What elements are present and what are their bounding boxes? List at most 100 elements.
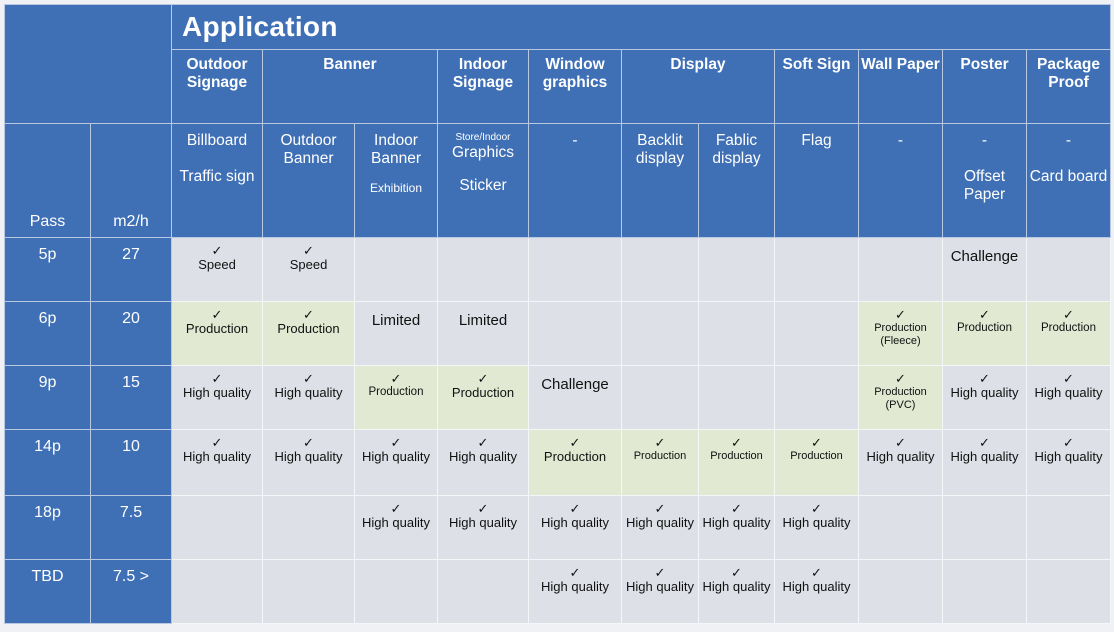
cell-text: Production (PVC) bbox=[874, 386, 927, 411]
check-icon: ✓ bbox=[895, 435, 906, 450]
table-cell: ✓High quality bbox=[171, 429, 263, 496]
table-cell bbox=[437, 237, 529, 302]
application-table: Application Outdoor Signage Banner Indoo… bbox=[4, 4, 1111, 624]
check-icon: ✓ bbox=[979, 435, 990, 450]
page-title: Application bbox=[171, 4, 1111, 50]
category-package-proof: Package Proof bbox=[1026, 49, 1111, 124]
subcategory-label: Exhibition bbox=[369, 180, 423, 195]
subcategory-indoor-graphics: Store/Indoor Graphics Sticker bbox=[437, 123, 529, 238]
subcategory-label: Fablic display bbox=[712, 132, 761, 167]
table-cell bbox=[262, 559, 355, 624]
cell-text: High quality bbox=[274, 449, 343, 464]
table-cell: Challenge bbox=[942, 237, 1027, 302]
table-cell: ✓Production (PVC) bbox=[858, 365, 943, 430]
cell-text: High quality bbox=[183, 385, 251, 400]
cell-text: High quality bbox=[866, 449, 935, 464]
category-wall-paper: Wall Paper bbox=[858, 49, 943, 124]
category-soft-sign: Soft Sign bbox=[774, 49, 859, 124]
cell-text: High quality bbox=[362, 515, 430, 530]
table-cell bbox=[942, 495, 1027, 560]
check-icon: ✓ bbox=[731, 565, 742, 580]
check-icon: ✓ bbox=[303, 243, 314, 258]
rate-header: m2/h bbox=[90, 123, 172, 238]
table-cell: ✓High quality bbox=[354, 429, 438, 496]
check-icon: ✓ bbox=[979, 307, 990, 322]
subcategory-offset-paper: - Offset Paper bbox=[942, 123, 1027, 238]
table-cell: ✓High quality bbox=[942, 429, 1027, 496]
check-icon: ✓ bbox=[477, 371, 489, 386]
cell-text: High quality bbox=[702, 579, 771, 594]
cell-text: Production bbox=[368, 386, 424, 398]
subcategory-label: - bbox=[1065, 132, 1072, 149]
category-poster: Poster bbox=[942, 49, 1027, 124]
cell-text: Production bbox=[451, 385, 515, 400]
cell-text: High quality bbox=[183, 449, 251, 464]
cell-text: High quality bbox=[1034, 385, 1103, 400]
cell-text: Production bbox=[185, 321, 249, 336]
cell-text: High quality bbox=[950, 449, 1019, 464]
table-cell: ✓Production bbox=[262, 301, 355, 366]
check-icon: ✓ bbox=[303, 307, 314, 322]
cell-text: High quality bbox=[541, 515, 609, 530]
table-cell bbox=[621, 301, 699, 366]
table-cell: ✓High quality bbox=[262, 429, 355, 496]
subcategory-label: Indoor Banner bbox=[371, 132, 421, 167]
table-cell bbox=[171, 559, 263, 624]
subcategory-label: Outdoor Banner bbox=[280, 132, 337, 167]
check-icon: ✓ bbox=[211, 243, 223, 258]
check-icon: ✓ bbox=[811, 435, 822, 450]
table-cell: ✓High quality bbox=[1026, 365, 1111, 430]
table-cell bbox=[528, 301, 622, 366]
category-outdoor-signage: Outdoor Signage bbox=[171, 49, 263, 124]
table-cell: ✓High quality bbox=[171, 365, 263, 430]
table-cell bbox=[698, 301, 775, 366]
table-cell: Limited bbox=[354, 301, 438, 366]
check-icon: ✓ bbox=[569, 435, 581, 450]
check-icon: ✓ bbox=[895, 307, 906, 322]
category-window-graphics: Window graphics bbox=[528, 49, 622, 124]
table-cell: ✓High quality bbox=[698, 559, 775, 624]
check-icon: ✓ bbox=[895, 371, 906, 386]
check-icon: ✓ bbox=[477, 435, 489, 450]
pass-cell: 18p bbox=[4, 495, 91, 560]
table-cell: ✓Production bbox=[528, 429, 622, 496]
subcategory-label: Offset Paper bbox=[963, 167, 1006, 203]
check-icon: ✓ bbox=[1063, 371, 1074, 386]
cell-text: Challenge bbox=[541, 376, 609, 393]
subcategory-fablic-display: Fablic display bbox=[698, 123, 775, 238]
subcategory-label: Sticker bbox=[459, 177, 507, 195]
table-cell: ✓Production bbox=[1026, 301, 1111, 366]
cell-text: High quality bbox=[449, 515, 517, 530]
table-cell: ✓Production bbox=[774, 429, 859, 496]
cell-text: High quality bbox=[1034, 449, 1103, 464]
table-cell: ✓Production bbox=[354, 365, 438, 430]
table-cell: ✓High quality bbox=[437, 495, 529, 560]
subcategory-label: Flag bbox=[801, 132, 832, 149]
table-cell: ✓High quality bbox=[774, 495, 859, 560]
cell-text: Production bbox=[1041, 322, 1096, 334]
table-cell: ✓Production bbox=[621, 429, 699, 496]
pass-cell: TBD bbox=[4, 559, 91, 624]
table-cell bbox=[774, 365, 859, 430]
check-icon: ✓ bbox=[654, 501, 666, 516]
check-icon: ✓ bbox=[1063, 435, 1074, 450]
table-cell bbox=[858, 237, 943, 302]
check-icon: ✓ bbox=[569, 501, 581, 516]
table-cell: ✓High quality bbox=[698, 495, 775, 560]
check-icon: ✓ bbox=[211, 371, 223, 386]
pass-header: Pass bbox=[4, 123, 91, 238]
table-cell: ✓High quality bbox=[528, 495, 622, 560]
pass-cell: 14p bbox=[4, 429, 91, 496]
cell-text: Production bbox=[790, 450, 843, 462]
table-cell bbox=[698, 365, 775, 430]
table-cell: ✓High quality bbox=[528, 559, 622, 624]
category-banner: Banner bbox=[262, 49, 438, 124]
rate-cell: 7.5 bbox=[90, 495, 172, 560]
rate-cell: 20 bbox=[90, 301, 172, 366]
table-cell bbox=[774, 301, 859, 366]
table-cell bbox=[621, 365, 699, 430]
table-cell: ✓Production bbox=[171, 301, 263, 366]
table-cell bbox=[171, 495, 263, 560]
